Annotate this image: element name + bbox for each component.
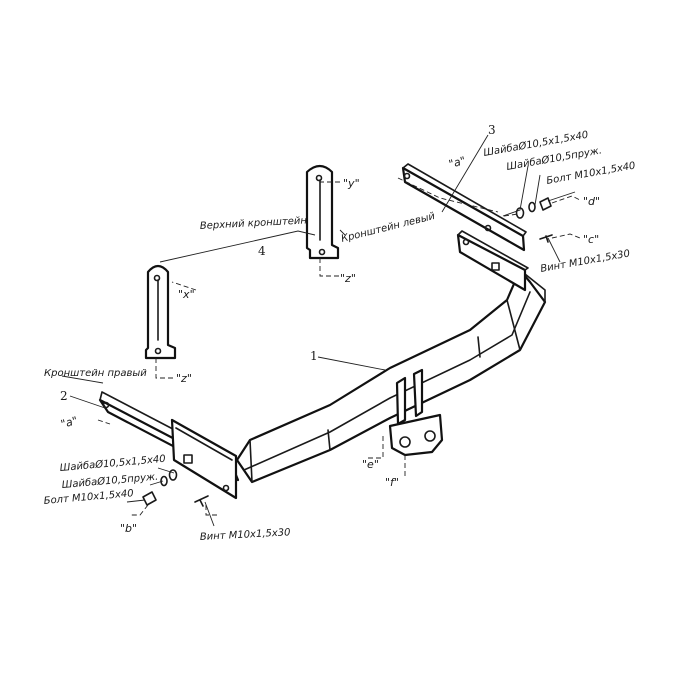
code-a-bottom: "a"	[59, 414, 79, 431]
top-fasteners	[503, 195, 581, 243]
code-a-top: "a"	[447, 154, 467, 171]
code-e: "e"	[362, 458, 379, 471]
alignment-lines	[97, 177, 499, 425]
label-bolt-bottom: Болт М10х1,5х40	[43, 488, 134, 507]
label-bracket-left: Кронштейн левый	[340, 211, 437, 245]
label-bolt-top: Болт М10х1,5х40	[546, 160, 637, 186]
hitch-plate	[368, 368, 444, 478]
label-washer-flat-bottom: ШайбаØ10,5х1,5х40	[59, 453, 166, 474]
part-number-3: 3	[488, 123, 496, 137]
part-number-4: 4	[258, 244, 266, 258]
code-x: "x"	[178, 288, 195, 301]
label-bracket-right: Кронштейн правый	[44, 368, 147, 379]
upper-bracket-right	[305, 164, 340, 277]
part-number-2: 2	[60, 389, 68, 403]
label-upper-bracket: Верхний кронштейн	[200, 215, 308, 232]
upper-bracket-left	[144, 264, 177, 379]
left-bracket-assembly	[401, 163, 529, 292]
right-bracket-assembly	[98, 391, 240, 500]
label-washer-spring-bottom: ШайбаØ10,5пруж.	[61, 471, 158, 491]
code-z-left: "z"	[176, 372, 192, 385]
part-number-1: 1	[310, 349, 318, 363]
label-screw-bottom: Винт М10х1,5х30	[200, 527, 291, 543]
code-z-right: "z"	[340, 272, 356, 285]
label-screw-top: Винт М10х1,5х30	[540, 248, 631, 275]
bottom-fasteners	[130, 469, 218, 516]
main-crossbar	[235, 268, 547, 484]
code-c: "c"	[583, 233, 599, 246]
code-f: "f"	[385, 476, 399, 489]
code-b: "b"	[120, 522, 137, 535]
code-d: "d"	[583, 195, 600, 208]
leader-lines	[61, 134, 576, 527]
code-y: "y"	[343, 177, 360, 190]
